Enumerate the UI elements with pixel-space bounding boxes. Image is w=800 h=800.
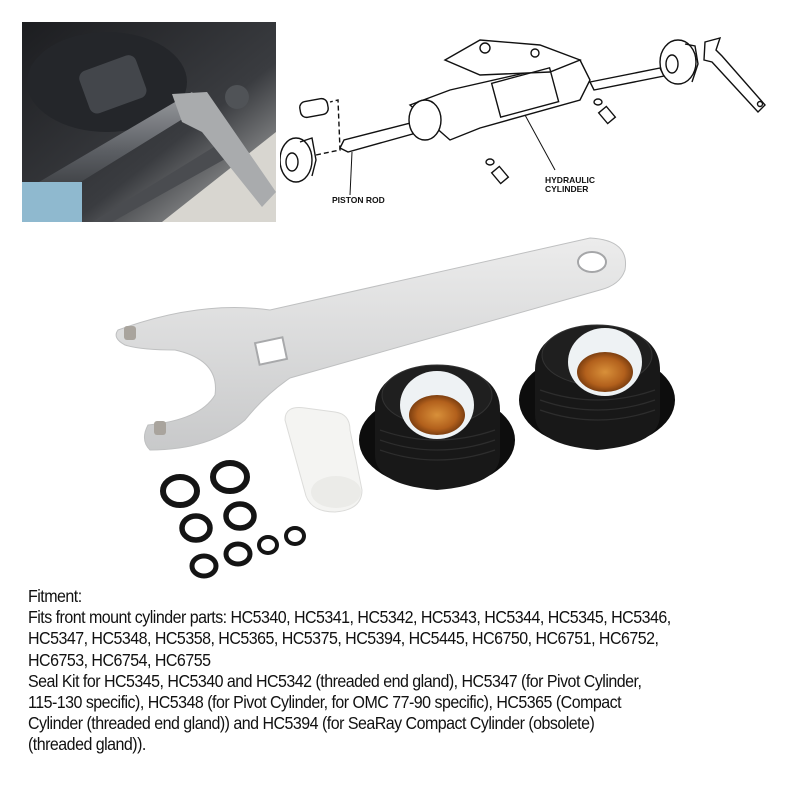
wrench-pin-bottom (154, 421, 166, 435)
wrench-hole (577, 251, 607, 273)
exploded-diagram: PISTON ROD HYDRAULIC CYLINDER (279, 20, 790, 220)
hydraulic-cylinder-label-line1: HYDRAULIC (545, 175, 595, 185)
fitment-line: HC6753, HC6754, HC6755 (28, 649, 211, 670)
seal-tool-drawing (299, 97, 329, 119)
cylinder-body-drawing (408, 39, 591, 141)
end-gland-right (519, 324, 675, 450)
seal-kit-line: 115-130 specific), HC5348 (for Pivot Cyl… (28, 692, 622, 713)
seal-kit-line: (threaded gland)). (28, 734, 146, 755)
wrench-square-hole (253, 336, 289, 366)
hydraulic-cylinder-label-line2: CYLINDER (545, 184, 588, 194)
o-ring (257, 535, 279, 555)
o-ring (179, 513, 213, 543)
seal-kit-line: Cylinder (threaded end gland)) and HC539… (28, 713, 595, 734)
product-photo (100, 230, 700, 590)
piston-rod-right-drawing (588, 67, 666, 91)
o-ring (284, 526, 306, 546)
installation-photo (22, 22, 276, 222)
seal-installation-tool (284, 407, 363, 513)
fitment-line: Fits front mount cylinder parts: HC5340,… (28, 607, 671, 628)
o-ring (223, 541, 253, 567)
o-ring (160, 474, 200, 508)
fitment-line: HC5347, HC5348, HC5358, HC5365, HC5375, … (28, 628, 659, 649)
o-ring (210, 460, 250, 494)
spanner-wrench-drawing (703, 36, 766, 114)
photo-illustration (22, 22, 276, 222)
end-gland-right-drawing (659, 39, 699, 85)
end-gland-left (359, 364, 515, 490)
o-ring (223, 501, 257, 531)
o-rings (160, 460, 306, 579)
fitment-description: Fitment: Fits front mount cylinder parts… (28, 586, 786, 756)
spanner-wrench (115, 237, 627, 451)
piston-rod-label: PISTON ROD (332, 195, 385, 205)
o-ring (189, 553, 219, 579)
fittings-drawing (485, 98, 617, 185)
seal-kit-line: Seal Kit for HC5345, HC5340 and HC5342 (… (28, 670, 642, 691)
fitment-heading: Fitment: (28, 586, 82, 606)
wrench-pin-top (124, 326, 136, 340)
end-gland-left-drawing (279, 137, 317, 183)
